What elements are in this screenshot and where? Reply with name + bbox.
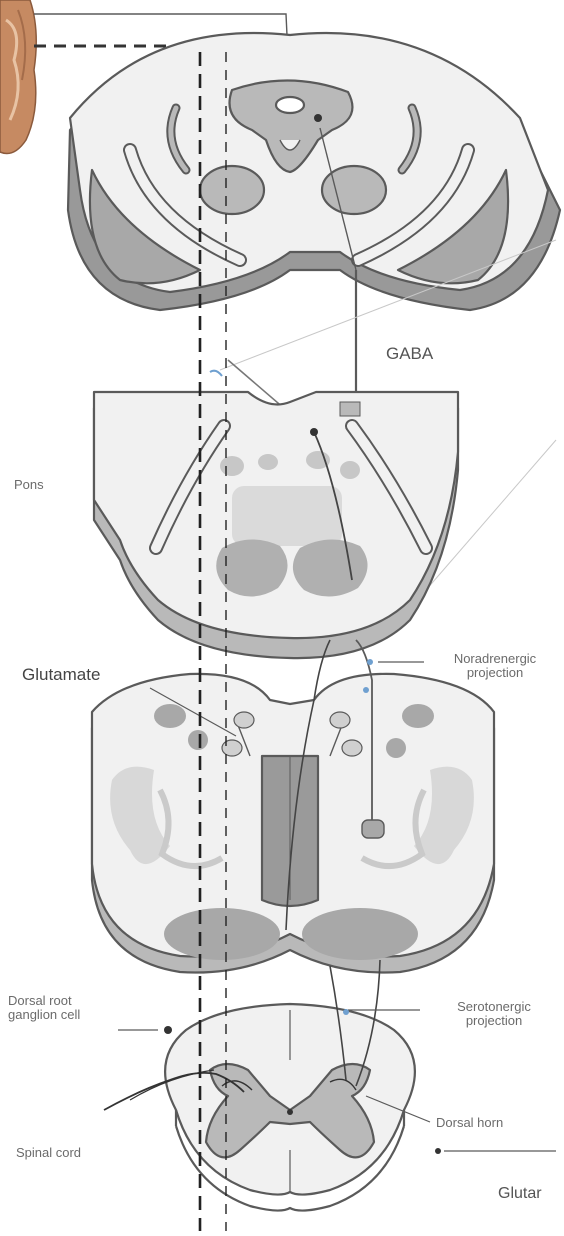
dorsal-horn-label: Dorsal horn (436, 1116, 503, 1130)
glutamate-label: Glutamate (22, 666, 100, 684)
drg-label: Dorsal root ganglion cell (8, 994, 128, 1021)
spinal-cord-label: Spinal cord (16, 1146, 81, 1160)
serotonergic-label-line2: projection (428, 1014, 560, 1028)
glutamate-cut-label: Glutar (498, 1186, 542, 1203)
head-image-fragment (0, 0, 36, 154)
noradrenergic-label-line1: Noradrenergic (430, 652, 560, 666)
medulla-section (92, 640, 494, 973)
gaba-label: GABA (386, 345, 433, 363)
serotonergic-projection-label: Serotonergic projection (428, 1000, 560, 1027)
serotonergic-label-line1: Serotonergic (428, 1000, 560, 1014)
pons-label: Pons (14, 478, 44, 492)
spinal-cord-section (104, 1004, 556, 1211)
midbrain-section (68, 33, 560, 310)
drg-label-line1: Dorsal root (8, 994, 128, 1008)
noradrenergic-label-line2: projection (430, 666, 560, 680)
drg-label-line2: ganglion cell (8, 1008, 128, 1022)
noradrenergic-projection-label: Noradrenergic projection (430, 652, 560, 679)
pons-section (94, 392, 458, 658)
drg-pointer (118, 1026, 172, 1034)
